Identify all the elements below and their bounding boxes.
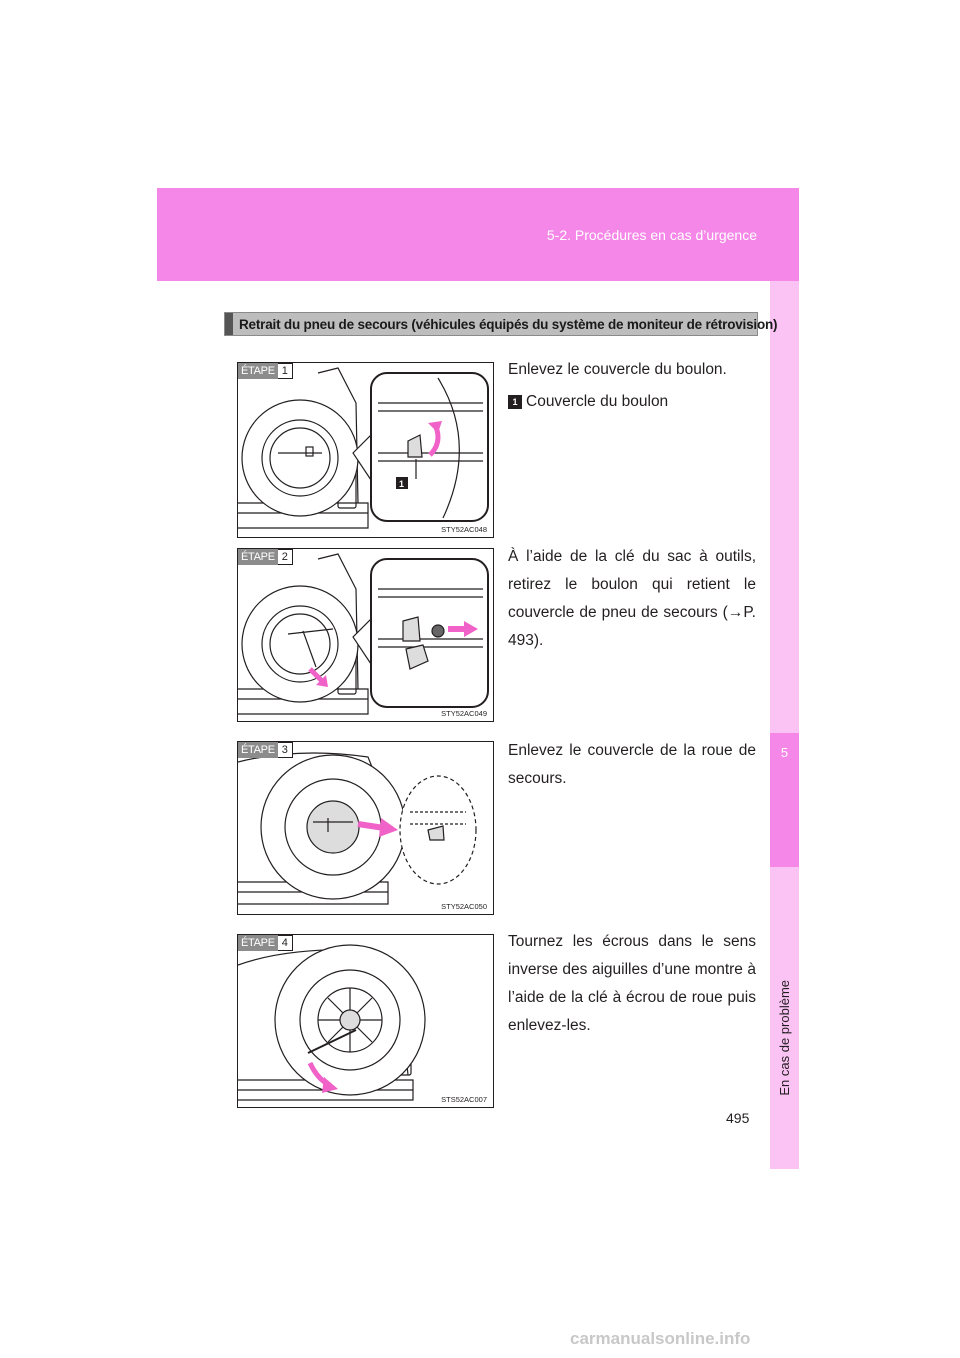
step-4-text: Tournez les écrous dans le sens inverse …	[508, 933, 756, 1034]
step-1-instruction: Enlevez le couvercle du boulon.	[508, 361, 727, 378]
section-title-bar: Retrait du pneu de secours (véhicules éq…	[224, 312, 778, 336]
step-3-figure-code: STY52AC050	[441, 902, 487, 911]
callout-1: 1 Couvercle du boulon	[508, 388, 756, 416]
svg-text:1: 1	[399, 479, 404, 489]
breadcrumb: 5-2. Procédures en cas d’urgence	[546, 227, 757, 243]
callout-1-label: Couvercle du boulon	[526, 393, 669, 410]
section-accent	[225, 313, 233, 335]
step-3-illustration	[238, 752, 477, 905]
watermark[interactable]: carmanualsonline.info	[570, 1329, 751, 1348]
header-band: 5-2. Procédures en cas d’urgence	[157, 188, 799, 281]
step-2-illustration	[238, 553, 489, 715]
step-2-figure-code: STY52AC049	[441, 709, 487, 718]
step-1-figure-code: STY52AC048	[441, 525, 487, 534]
step-1-illustration: 1	[238, 367, 489, 529]
chapter-tab-highlight: 5 En cas de problème	[770, 733, 799, 1096]
step-3-text: Enlevez le couvercle de la roue de secou…	[508, 742, 756, 787]
chapter-side-tab[interactable]: 5 En cas de problème	[770, 281, 799, 1169]
step-4-illustration	[238, 944, 426, 1101]
callout-1-badge: 1	[508, 395, 522, 409]
chapter-label: En cas de problème	[777, 980, 792, 1096]
step-1-text: Enlevez le couvercle du boulon. 1 Couver…	[508, 356, 756, 416]
step-4-figure-code: STS52AC007	[441, 1095, 487, 1104]
callout-1-marker	[396, 477, 408, 489]
page-number: 495	[726, 1110, 750, 1126]
chapter-number: 5	[780, 745, 789, 760]
step-2-text: À l’aide de la clé du sac à outils, reti…	[508, 548, 756, 649]
section-title: Retrait du pneu de secours (véhicules éq…	[239, 316, 778, 332]
